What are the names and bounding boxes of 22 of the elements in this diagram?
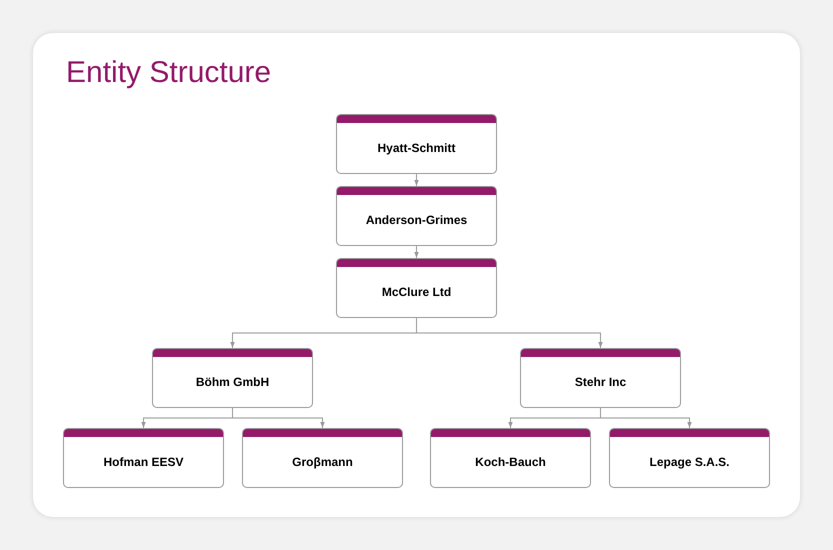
connector-arrow — [414, 246, 419, 258]
entity-name: Hofman EESV — [103, 454, 184, 471]
entity-name: Lepage S.A.S. — [649, 454, 730, 471]
connector-arrow — [414, 174, 419, 186]
entity-box — [336, 186, 497, 246]
title: Entity Structure — [66, 55, 272, 91]
entity-name: Stehr Inc — [574, 374, 626, 391]
entity-name: Anderson-Grimes — [366, 212, 468, 229]
entity-name: Hyatt-Schmitt — [377, 140, 456, 157]
entity-box — [336, 114, 497, 174]
connector-arrow — [416, 318, 603, 348]
entity-box — [242, 428, 403, 488]
entity-name: McClure Ltd — [382, 284, 452, 301]
entity-box — [520, 348, 681, 408]
entity-box — [609, 428, 770, 488]
entity-name: Groβmann — [292, 454, 353, 471]
entity-name: Böhm GmbH — [196, 374, 270, 391]
entity-box — [336, 258, 497, 318]
entity-name: Koch-Bauch — [475, 454, 546, 471]
entity-box — [430, 428, 591, 488]
entity-box — [152, 348, 313, 408]
entity-box — [63, 428, 224, 488]
